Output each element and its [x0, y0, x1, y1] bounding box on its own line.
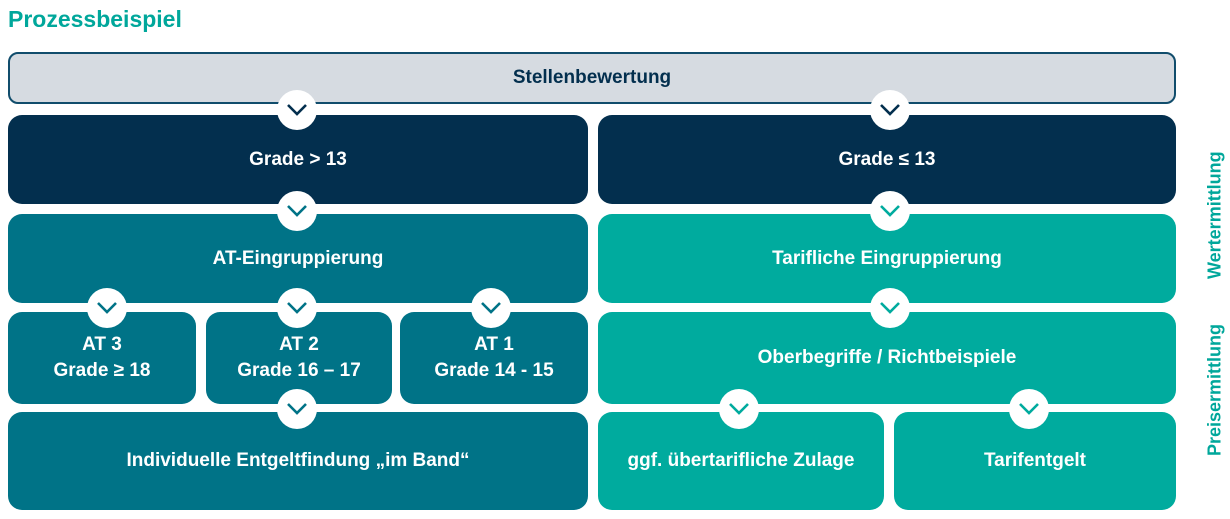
chevron-down-icon — [870, 191, 910, 231]
box-oberbegriffe-label: Oberbegriffe / Richtbeispiele — [757, 347, 1017, 369]
side-label-wertermittlung: Wertermittlung — [1204, 151, 1225, 279]
chevron-down-icon — [870, 90, 910, 130]
chevron-down-icon — [277, 288, 317, 328]
box-at2-label-line2: Grade 16 – 17 — [237, 360, 361, 381]
page-title: Prozessbeispiel — [8, 6, 182, 32]
box-stellenbewertung-label: Stellenbewertung — [512, 67, 672, 89]
chevron-down-icon — [277, 191, 317, 231]
box-tarifentgelt: Tarifentgelt — [894, 412, 1176, 510]
box-at3-label-line2: Grade ≥ 18 — [53, 360, 151, 381]
side-label-preisermittlung: Preisermittlung — [1204, 323, 1225, 457]
chevron-down-icon — [277, 389, 317, 429]
chevron-down-icon — [277, 90, 317, 130]
box-uebertarifliche-zulage-label: ggf. übertarifliche Zulage — [627, 450, 855, 472]
box-at1-label-line2: Grade 14 - 15 — [434, 360, 554, 381]
chevron-down-icon — [1009, 389, 1049, 429]
box-individuelle-entgeltfindung-label: Individuelle Entgeltfindung „im Band“ — [126, 450, 470, 472]
chevron-down-icon — [870, 288, 910, 328]
box-stellenbewertung: Stellenbewertung — [8, 52, 1176, 104]
box-at2-label-line1: AT 2 — [279, 334, 319, 356]
chevron-down-icon — [471, 288, 511, 328]
box-at3-label-line1: AT 3 — [82, 334, 122, 356]
chevron-down-icon — [719, 389, 759, 429]
box-tarifentgelt-label: Tarifentgelt — [983, 450, 1087, 472]
box-at3: AT 3 Grade ≥ 18 — [8, 312, 196, 404]
box-at1-label-line1: AT 1 — [474, 334, 514, 356]
box-at-eingruppierung-label: AT-Eingruppierung — [212, 247, 384, 269]
box-grade-gt-13-label: Grade > 13 — [249, 148, 347, 170]
box-tarifliche-eingruppierung-label: Tarifliche Eingruppierung — [772, 247, 1002, 269]
chevron-down-icon — [87, 288, 127, 328]
box-grade-le-13-label: Grade ≤ 13 — [838, 148, 936, 170]
